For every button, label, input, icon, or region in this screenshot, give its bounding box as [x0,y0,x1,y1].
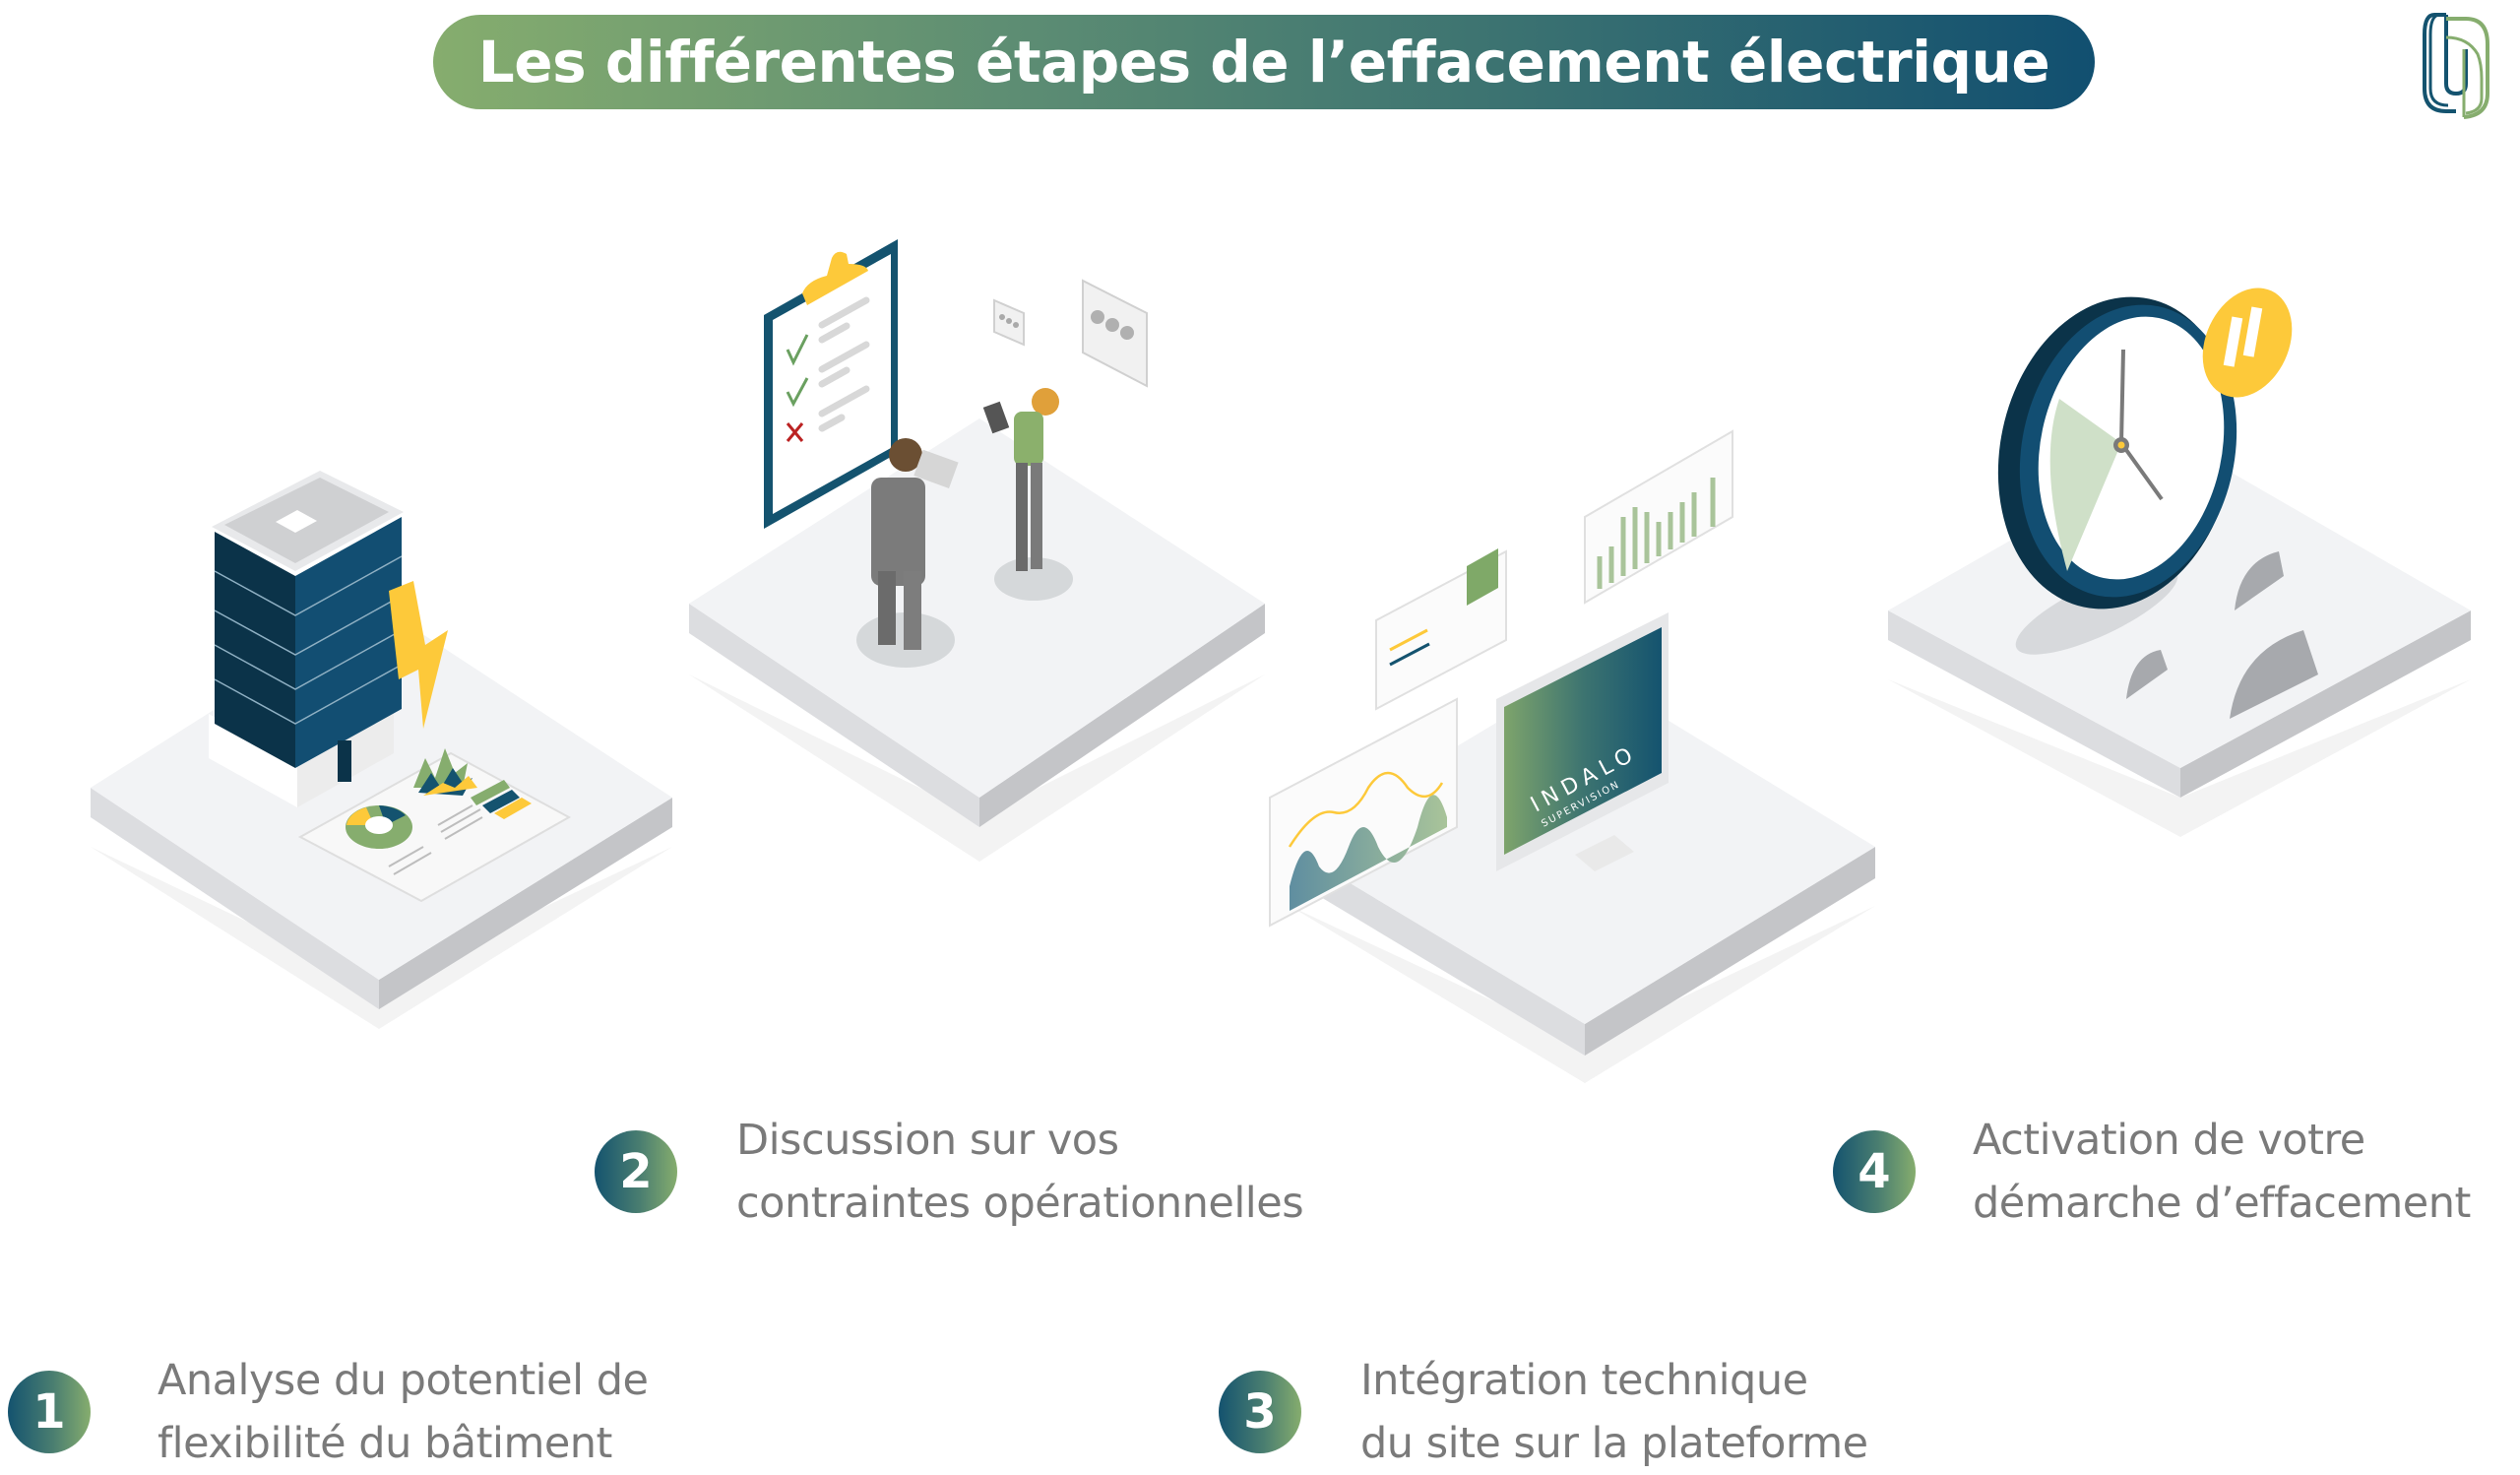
checklist-clipboard-icon [764,239,898,529]
step-number-badge: 1 [8,1371,91,1453]
step-description: Intégration technique du site sur la pla… [1360,1356,1868,1468]
step-description: Activation de votre démarche d’effacemen… [1973,1116,2471,1228]
page-title: Les différentes étapes de l’effacement é… [477,29,2050,96]
brand-monogram-icon [2423,13,2489,119]
people-discussing-icon [856,388,1073,668]
step-3: 3 Intégration technique du site sur la p… [1219,1349,1868,1475]
step-number-badge: 3 [1219,1371,1301,1453]
bar-chart-card-icon [1584,429,1733,605]
title-banner: Les différentes étapes de l’effacement é… [433,15,2095,109]
step-description: Discussion sur vos contraintes opération… [736,1116,1304,1228]
platform-step-1 [91,471,672,1292]
step-1: 1 Analyse du potentiel de flexibilité du… [8,1349,649,1475]
gears-icon [2126,551,2318,719]
platform-step-4 [1888,288,2471,1029]
step-number-badge: 4 [1833,1130,1916,1213]
step-number-badge: 2 [595,1130,677,1213]
step-2: 2 Discussion sur vos contraintes opérati… [595,1109,1304,1235]
step-4: 4 Activation de votre démarche d’effacem… [1833,1109,2471,1235]
platform-step-2 [689,239,1265,1046]
clock-icon [1997,296,2237,655]
monitor-icon: INDALO SUPERVISION [1496,612,1669,871]
platform-step-3: INDALO SUPERVISION [1269,429,1875,1285]
office-building-icon [209,471,404,807]
table-card-icon [1375,548,1507,711]
wave-chart-card-icon [1269,697,1458,928]
pause-icon [2202,288,2293,398]
speech-bubble-icon [993,279,1148,388]
step-description: Analyse du potentiel de flexibilité du b… [158,1356,649,1468]
lightning-bolt-icon [389,581,448,729]
report-document-icon [297,748,572,903]
